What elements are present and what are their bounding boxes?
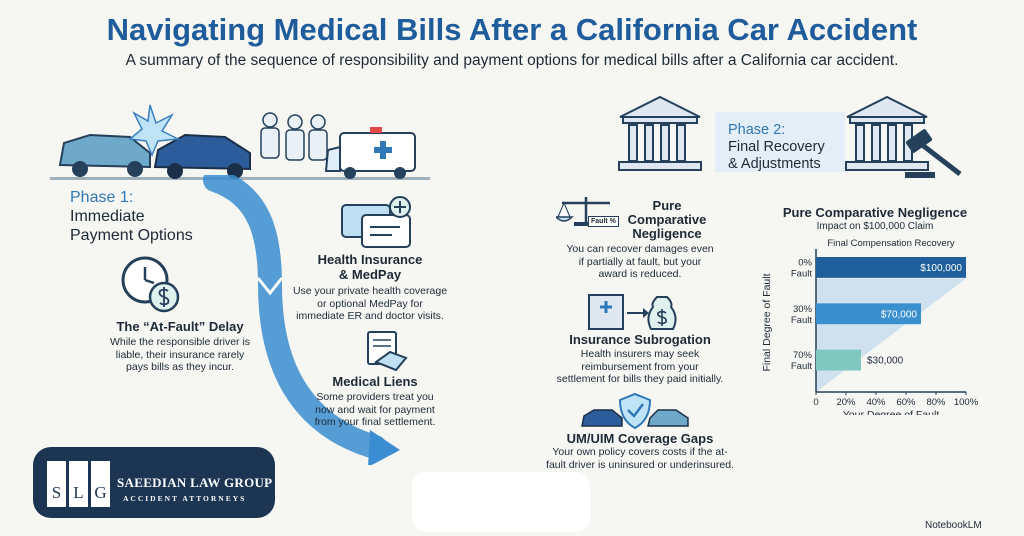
chart-title: Pure Comparative Negligence <box>782 205 968 220</box>
x-tick-label: 100% <box>954 397 979 408</box>
bar-value-label: $70,000 <box>881 309 918 320</box>
health-insurance-title: Health Insurance& MedPay <box>317 252 423 282</box>
insurance-card-icon <box>341 196 411 248</box>
chart-subtitle: Impact on $100,000 Claim <box>816 221 934 232</box>
crash-cars-icon <box>58 104 251 179</box>
medical-liens-title: Medical Liens <box>332 374 418 389</box>
page-subtitle: A summary of the sequence of responsibil… <box>125 52 899 69</box>
uim-desc: Your own policy covers costs if the at-f… <box>546 446 734 471</box>
flow-arrow <box>203 175 400 465</box>
bar-value-label: $100,000 <box>920 263 962 274</box>
phase2-illustration <box>618 95 962 178</box>
x-tick-label: 20% <box>836 397 856 408</box>
ambulance-icon <box>324 127 416 179</box>
document-handshake-icon <box>367 331 408 372</box>
x-tick-label: 0 <box>813 397 818 408</box>
bar-value-label: $30,000 <box>867 356 904 367</box>
chart-inner-title: Final Compensation Recovery <box>827 238 955 249</box>
hospital-money-icon <box>588 294 677 330</box>
page-title: Navigating Medical Bills After a Califor… <box>106 12 918 47</box>
fault-percent-label: Fault % <box>588 216 619 227</box>
y-axis-label: Final Degree of Fault <box>761 273 773 371</box>
scales-icon <box>556 197 610 226</box>
gavel-icon <box>905 129 962 178</box>
subrogation-title: Insurance Subrogation <box>569 332 711 347</box>
bar-2 <box>816 349 861 371</box>
courthouse-icon <box>845 95 929 171</box>
chart-wedge <box>816 278 966 392</box>
blank-panel <box>412 472 590 532</box>
y-tick-label: Fault <box>791 361 812 372</box>
bar-0 <box>816 257 966 278</box>
at-fault-title: The “At-Fault” Delay <box>116 319 244 334</box>
x-tick-label: 60% <box>896 397 916 408</box>
x-tick-label: 40% <box>866 397 886 408</box>
y-tick-label: Fault <box>791 268 812 279</box>
y-tick-label: 70% <box>793 350 813 361</box>
bar-1 <box>816 303 921 325</box>
y-tick-label: 0% <box>798 257 812 268</box>
y-tick-label: Fault <box>791 315 812 326</box>
courthouse-icon <box>618 95 702 171</box>
x-axis-label: Your Degree of Fault <box>843 409 940 415</box>
uim-title: UM/UIM Coverage Gaps <box>566 431 714 446</box>
comparative-negligence-chart: Final Compensation Recovery$100,0000%Fau… <box>761 238 979 415</box>
phase1-heading: Phase 1: Immediate Payment Options <box>70 189 193 244</box>
accident-scene-illustration <box>50 104 430 180</box>
y-tick-label: 30% <box>793 304 813 315</box>
notebooklm-credit: NotebookLM <box>925 520 982 531</box>
cars-shield-icon <box>581 392 689 430</box>
medical-staff-icon <box>260 112 328 161</box>
phase2-heading: Phase 2: Final Recovery & Adjustments <box>728 122 825 172</box>
law-group-logo: S L G SAEEDIAN LAW GROUP ACCIDENT ATTORN… <box>33 447 275 518</box>
clock-money-icon <box>121 256 180 313</box>
x-tick-label: 80% <box>926 397 946 408</box>
